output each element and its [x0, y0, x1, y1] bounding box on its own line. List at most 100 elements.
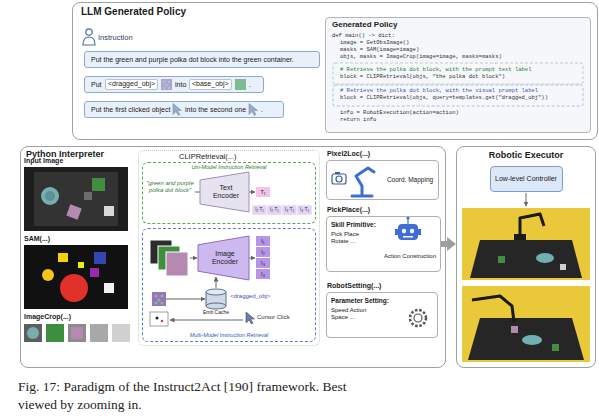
- sam-image: [90, 268, 99, 277]
- robot-scene: [468, 318, 584, 360]
- instruction-text: <dragged_obj>: [105, 79, 158, 90]
- interpreter-panel: Python InterpreterCLIPRetrieval(...)Uni-…: [20, 146, 446, 368]
- robot-head-icon: [395, 216, 421, 240]
- region-title: Multi-Model Instruction Retrieval: [143, 332, 315, 339]
- robot-head-icon: [418, 229, 421, 235]
- click-canvas: [150, 312, 168, 326]
- click-canvas: [161, 320, 163, 322]
- box-label: Coord. Mapping: [385, 176, 435, 184]
- encoder-shape: [200, 172, 249, 212]
- pickplace-box: PickPlace(...)Skill Primitive:Pick Place…: [326, 216, 441, 272]
- input-image: [92, 178, 105, 191]
- flow-arrow: [249, 258, 255, 259]
- robot-scene: [520, 214, 544, 234]
- flow-arrow: [195, 192, 200, 193]
- similarity-label: I₁·T₁: [252, 205, 267, 215]
- click-canvas: [150, 312, 168, 326]
- dragged-thumbnail: [161, 295, 164, 298]
- sam-image: [94, 252, 106, 264]
- instruction-text: Put the first clicked object: [91, 106, 170, 114]
- similarity-label: I₂·T₁: [267, 205, 282, 215]
- robot-arm-icon: [352, 168, 374, 196]
- embedding-cache: [206, 303, 226, 309]
- cropped-images: [24, 324, 130, 342]
- robot-head-icon: [402, 229, 406, 233]
- embedding-label: I₄: [256, 269, 270, 279]
- instruction-label: Instruction: [98, 33, 133, 42]
- function-name: Pixel2Loc(...): [327, 150, 370, 158]
- crop-stack: [166, 252, 188, 276]
- cropped-images: [46, 324, 64, 342]
- step-title: ImageCrop(...): [24, 313, 71, 321]
- box-label: Speed Action Space ...: [331, 307, 377, 321]
- robot-scene: [522, 335, 542, 345]
- input-image: [24, 167, 128, 231]
- gear-icon: [410, 310, 426, 326]
- cursor-label: Cursor Click: [257, 314, 290, 321]
- input-image: [84, 192, 92, 200]
- function-name: PickPlace(...): [327, 206, 370, 214]
- embedding-label: I₁: [256, 236, 270, 246]
- code-line: info = RobotExecution(action=action): [340, 110, 459, 117]
- robot-scene: [560, 264, 566, 270]
- embedding-label: T₁: [256, 187, 270, 197]
- similarity-label: I₃·T₁: [282, 205, 297, 215]
- robot-scene: [472, 296, 514, 322]
- robot-head-icon: [395, 229, 398, 235]
- robot-scene: [514, 234, 526, 240]
- embedding-label: I₃: [256, 258, 270, 268]
- flow-arrow: [216, 277, 217, 288]
- dragged-thumbnail: [155, 302, 158, 305]
- sam-image: [60, 274, 88, 302]
- step-title: Input Image: [24, 157, 63, 165]
- box-heading: Parameter Setting:: [331, 297, 389, 305]
- embedding-label: I₂: [256, 247, 270, 257]
- box-heading: Skill Primitive:: [331, 221, 376, 229]
- code-line: masks = SAM(image=image): [340, 47, 419, 54]
- person-icon: [83, 29, 95, 45]
- cropped-images: [112, 324, 130, 342]
- input-image: [34, 172, 118, 226]
- code-box: Generated Policydef main() -> dict:image…: [325, 17, 591, 133]
- robot-scene: [498, 256, 505, 263]
- sam-image: [58, 253, 68, 262]
- sam-image: [24, 245, 128, 309]
- sam-image: [104, 283, 114, 293]
- cursor-icon: [246, 312, 255, 324]
- embedding-cells: [256, 187, 270, 197]
- instruction-text: Put the green and purple polka dot block…: [91, 56, 294, 64]
- cropped-images: [90, 324, 108, 342]
- flow-arrow: [170, 320, 243, 321]
- controller-box: Low-level Controller: [490, 166, 563, 192]
- embedding-cache: [206, 289, 226, 309]
- sam-image: [42, 269, 54, 281]
- flow-arrow: [190, 258, 197, 259]
- person-icon: [83, 37, 95, 45]
- function-name: RobotSetting(...): [327, 282, 381, 290]
- controller-arrow: [526, 193, 527, 206]
- step-title: SAM(...): [24, 235, 50, 243]
- code-line: # Retrieve the polka dot block, with the…: [340, 67, 531, 74]
- instruction-box: Put the first clicked objectinto the sec…: [84, 101, 284, 118]
- dragged-thumbnail: [158, 299, 161, 302]
- embedding-cells: [252, 187, 312, 279]
- clip-region: CLIPRetrieval(...)Uni-Model Instruction …: [138, 150, 320, 346]
- cropped-images: [68, 324, 86, 342]
- input-image: [24, 167, 128, 231]
- embedding-cells: [282, 205, 297, 215]
- code-line: block = CLIPRetrieval(objs, "the polka d…: [340, 74, 505, 81]
- click-canvas: [156, 317, 159, 320]
- code-line: return info: [340, 117, 376, 124]
- instruction-text: .: [249, 81, 251, 89]
- camera-icon: [332, 172, 346, 184]
- robot-scene: [470, 240, 582, 278]
- embedding-cells: [297, 205, 312, 215]
- flow-arrow: [166, 299, 205, 300]
- code-line: image = GetObsImage(): [340, 40, 409, 47]
- embedding-cells: [252, 205, 267, 215]
- gear-icon: [410, 310, 426, 326]
- embedding-cells: [267, 205, 282, 215]
- robot-arm-icon: [352, 168, 374, 196]
- robot-scene: [462, 208, 590, 280]
